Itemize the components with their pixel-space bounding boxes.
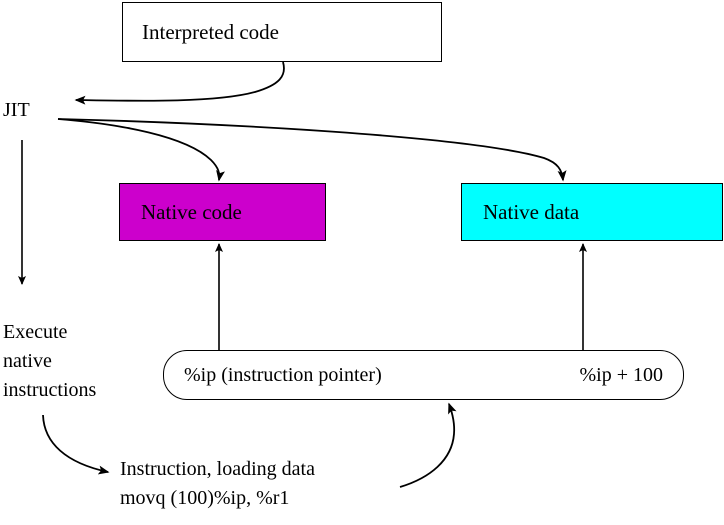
node-native-code: Native code [119,183,326,241]
node-interpreted-code-label: Interpreted code [142,19,280,44]
label-instruction-loading-data: Instruction, loading data movq (100)%ip,… [120,458,315,509]
node-native-data-label: Native data [483,199,580,224]
node-native-code-label: Native code [141,199,242,224]
connector-jit-to-native-data [57,118,567,182]
connector-interpreted-code-to-jit [74,61,285,105]
label-execute-native-instructions: Execute native instructions [3,321,97,401]
connector-jit-to-native-code [57,118,225,182]
node-ip-register: %ip (instruction pointer) %ip + 100 [163,350,684,400]
label-jit: JIT [3,99,30,121]
node-ip-register-left-label: %ip (instruction pointer) [184,364,382,386]
node-ip-register-right-label: %ip + 100 [579,364,664,386]
node-interpreted-code: Interpreted code [122,2,442,62]
node-native-data: Native data [461,183,723,241]
connector-instruction-to-ip-register [399,402,457,488]
connector-execute-to-instruction [42,414,110,475]
